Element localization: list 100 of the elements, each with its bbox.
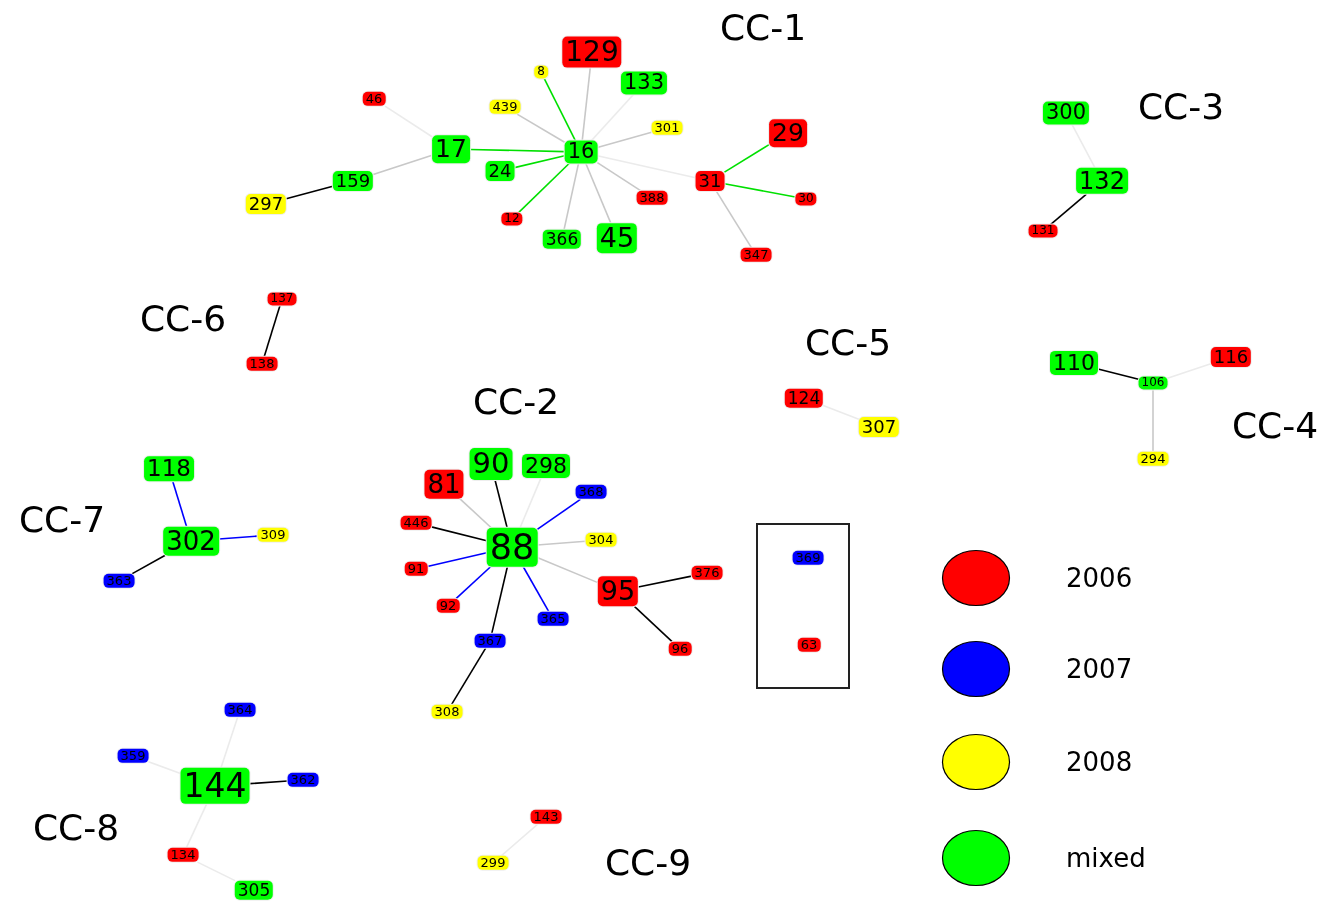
mixed-year-node: 106: [1138, 376, 1168, 390]
mixed-year-node: 16: [564, 140, 598, 164]
cluster-label: CC-1: [719, 6, 807, 48]
connector-line: [172, 480, 188, 528]
cluster-label: CC-4: [1231, 404, 1319, 446]
mixed-year-node: 118: [144, 456, 194, 482]
connector-line: [637, 575, 693, 588]
mixed-year-node: 300: [1042, 101, 1090, 125]
connector-line: [1050, 193, 1088, 226]
connector-line: [430, 526, 488, 542]
connector-line: [516, 113, 566, 144]
year-2007-node: 368: [575, 484, 607, 500]
mixed-year-node: 133: [620, 71, 668, 95]
connector-line: [1152, 388, 1154, 453]
connector-line: [522, 565, 550, 613]
mixed-year-node: 144: [180, 767, 250, 805]
connector-line: [519, 477, 542, 529]
cluster-label: CC-2: [472, 380, 560, 422]
connector-line: [185, 803, 208, 849]
mixed-year-node: 305: [234, 880, 274, 900]
mixed-year-node: 159: [332, 171, 374, 191]
cluster-label: CC-8: [32, 806, 120, 848]
connector-line: [450, 647, 487, 706]
year-2006-node: 376: [691, 565, 723, 581]
year-2006-node: 91: [404, 561, 428, 577]
year-2008-node: 299: [477, 855, 509, 871]
mixed-year-node: 302: [163, 526, 219, 556]
connector-line: [196, 861, 236, 882]
year-2007-node: 367: [474, 633, 506, 649]
connector-line: [513, 155, 566, 169]
connector-line: [500, 823, 539, 857]
year-2008-node: 307: [858, 417, 900, 437]
year-2006-node: 143: [530, 809, 562, 825]
mixed-year-node: 132: [1076, 167, 1128, 195]
year-2008-node: 294: [1137, 451, 1169, 467]
connector-line: [494, 479, 508, 529]
legend-label: 2006: [1066, 563, 1133, 593]
connector-line: [585, 162, 612, 224]
connector-line: [723, 182, 797, 198]
legend-label: 2008: [1066, 747, 1133, 777]
mixed-year-node: 17: [432, 135, 470, 163]
legend-label: mixed: [1066, 843, 1146, 873]
year-2006-node: 96: [668, 641, 692, 657]
mixed-year-node: 366: [542, 229, 582, 249]
year-2006-node: 134: [167, 847, 199, 863]
connector-line: [596, 161, 642, 192]
connector-line: [384, 105, 433, 138]
connector-line: [1071, 123, 1096, 169]
year-2006-node: 30: [795, 192, 817, 206]
connector-line: [1166, 362, 1212, 379]
year-2007-node: 369: [792, 550, 824, 566]
year-2008-node: 297: [245, 194, 287, 214]
legend-label: 2007: [1066, 654, 1133, 684]
year-2006-node: 81: [424, 469, 464, 499]
year-2008-node: 8: [534, 65, 548, 79]
group-frame: [756, 523, 850, 689]
year-2006-node: 137: [267, 292, 297, 306]
year-2006-node: 129: [562, 36, 622, 68]
cluster-label: CC-9: [604, 841, 692, 883]
year-2008-node: 309: [257, 527, 289, 543]
connector-line: [715, 190, 753, 249]
year-2006-node: 29: [769, 119, 807, 147]
year-2006-node: 124: [784, 388, 824, 408]
connector-line: [596, 154, 697, 179]
connector-line: [596, 131, 653, 149]
mixed-year-node: 298: [522, 453, 570, 479]
connector-line: [536, 556, 599, 584]
connector-line: [220, 716, 239, 769]
connector-line: [218, 535, 259, 540]
connector-line: [1097, 368, 1140, 381]
year-2008-node: 439: [489, 99, 521, 115]
mixed-year-node: 45: [596, 223, 638, 253]
cluster-label: CC-7: [18, 498, 106, 540]
cluster-label: CC-6: [139, 297, 227, 339]
connector-line: [518, 162, 570, 214]
year-2006-node: 92: [436, 598, 460, 614]
connector-line: [590, 93, 635, 142]
year-2006-node: 46: [362, 91, 386, 107]
year-2006-node: 63: [797, 637, 821, 653]
connector-line: [248, 780, 289, 785]
connector-line: [285, 185, 334, 200]
year-2006-node: 12: [501, 212, 523, 226]
connector-line: [426, 552, 488, 568]
connector-line: [581, 66, 592, 142]
connector-line: [563, 162, 580, 231]
connector-line: [131, 554, 167, 575]
year-2006-node: 347: [740, 247, 772, 263]
connector-line: [458, 497, 493, 529]
year-2008-node: 304: [585, 532, 617, 548]
connector-line: [633, 605, 674, 643]
year-2006-node: 31: [695, 171, 725, 191]
year-2006-node: 388: [636, 190, 668, 206]
cluster-label: CC-5: [804, 321, 892, 363]
connector-line: [147, 760, 182, 775]
year-2007-node: 359: [117, 748, 149, 764]
connector-line: [490, 565, 509, 635]
year-2006-node: 131: [1028, 224, 1058, 238]
connector-line: [263, 304, 281, 358]
year-2007-node: 362: [287, 772, 319, 788]
connector-line: [723, 143, 770, 173]
